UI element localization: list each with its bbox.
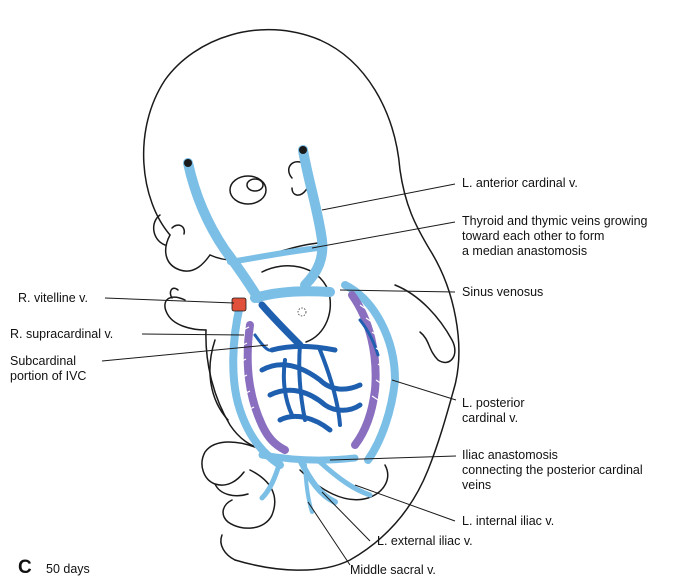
leader-lines bbox=[102, 184, 456, 565]
subcardinal-network-dark-blue bbox=[255, 305, 378, 430]
label-subcardinal-portion-ivc: Subcardinal portion of IVC bbox=[10, 354, 86, 384]
panel-age: 50 days bbox=[46, 562, 90, 576]
label-r-supracardinal-v: R. supracardinal v. bbox=[10, 327, 113, 342]
r-vitelline-vein-marker bbox=[232, 298, 246, 311]
right-anterior-cardinal-end bbox=[184, 159, 192, 167]
label-l-internal-iliac-v: L. internal iliac v. bbox=[462, 514, 554, 529]
heart-dotted-circle bbox=[298, 308, 306, 316]
label-iliac-anastomosis: Iliac anastomosis connecting the posteri… bbox=[462, 448, 643, 493]
cardinal-veins-light-blue bbox=[188, 150, 395, 512]
label-l-anterior-cardinal-v: L. anterior cardinal v. bbox=[462, 176, 578, 191]
label-sinus-venosus: Sinus venosus bbox=[462, 285, 543, 300]
embryo-outline bbox=[144, 30, 459, 571]
panel-letter: C bbox=[18, 557, 32, 579]
left-anterior-cardinal-end bbox=[299, 146, 307, 154]
label-r-vitelline-v: R. vitelline v. bbox=[18, 291, 88, 306]
label-l-external-iliac-v: L. external iliac v. bbox=[377, 534, 473, 549]
label-thyroid-thymic-veins: Thyroid and thymic veins growing toward … bbox=[462, 214, 648, 259]
label-l-posterior-cardinal-v: L. posterior cardinal v. bbox=[462, 396, 525, 426]
label-middle-sacral-v: Middle sacral v. bbox=[350, 563, 436, 578]
